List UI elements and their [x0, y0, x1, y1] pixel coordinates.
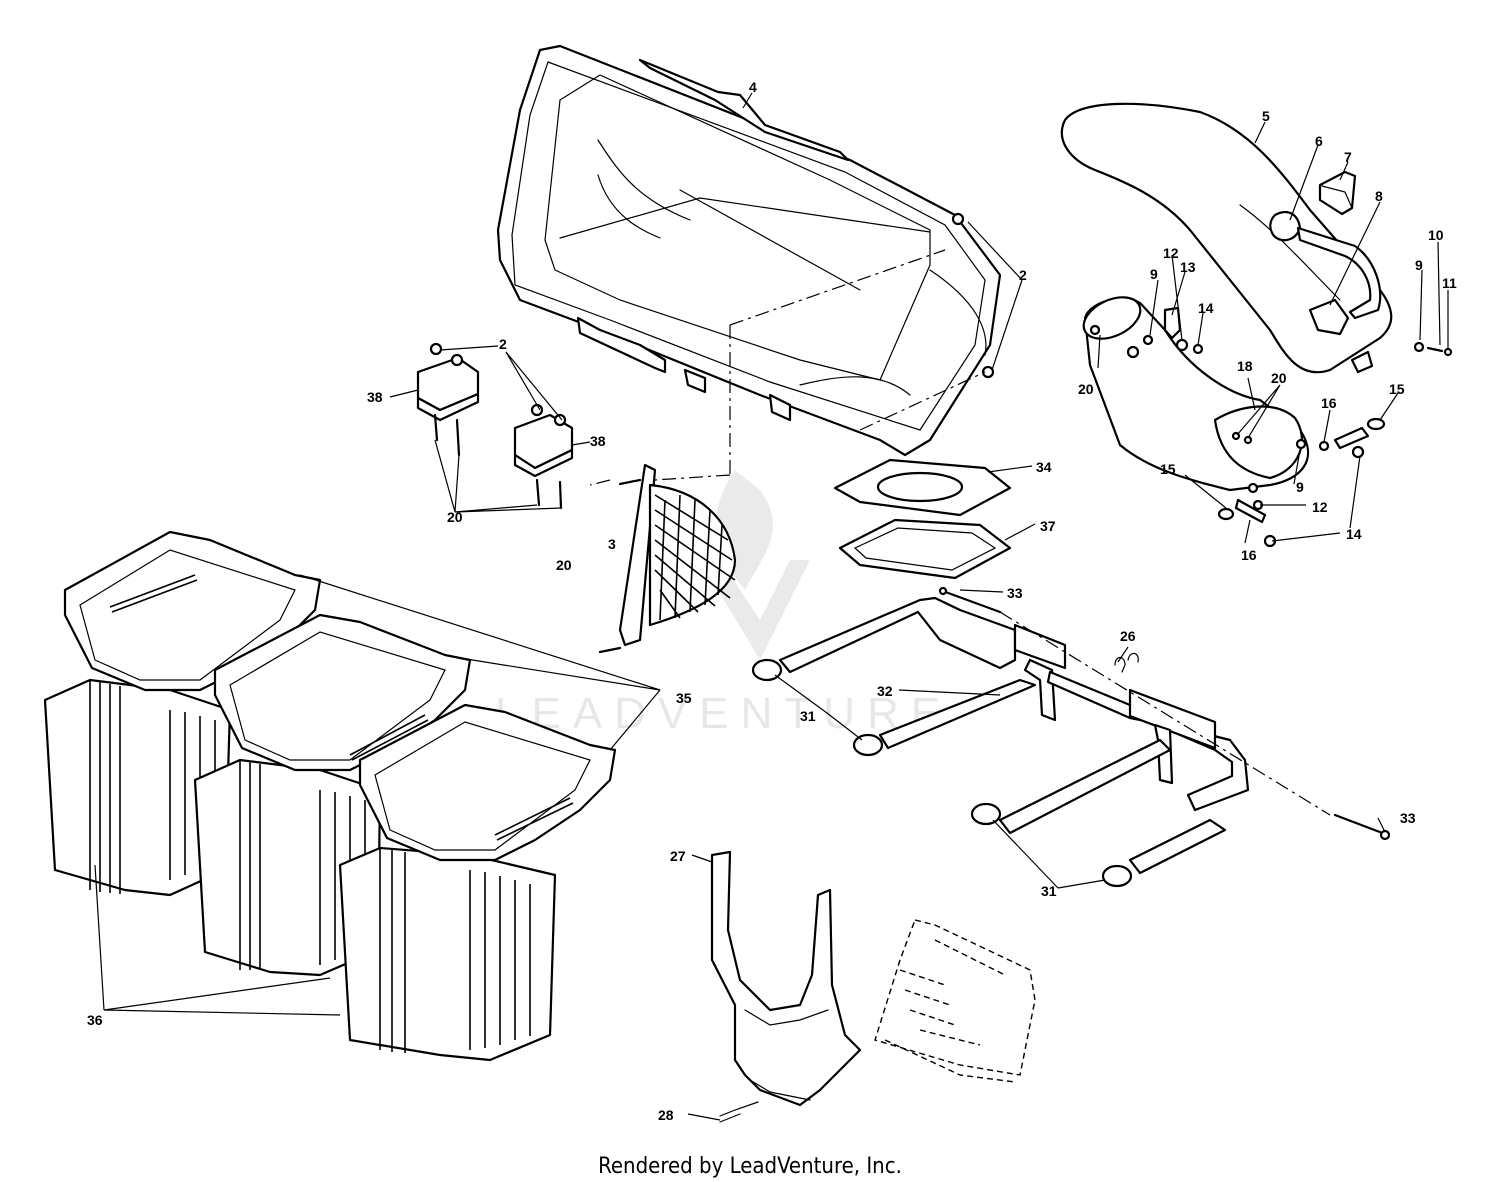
footer-credit: Rendered by LeadVenture, Inc.: [598, 1154, 902, 1179]
gaskets: [833, 458, 1012, 580]
callout-6: 6: [1315, 133, 1323, 149]
callout-7: 7: [1344, 149, 1352, 165]
adapter-tube: [1082, 296, 1310, 492]
chute-handle: [1296, 226, 1382, 320]
callout-20: 20: [447, 509, 463, 525]
callout-16: 16: [1321, 395, 1337, 411]
callout-33: 33: [1007, 585, 1023, 601]
callout-38: 38: [367, 389, 383, 405]
callout-15: 15: [1160, 461, 1176, 477]
chute-hardware: [1142, 306, 1453, 548]
callout-10: 10: [1428, 227, 1444, 243]
mount-brackets: [416, 342, 574, 510]
callout-9: 9: [1296, 479, 1304, 495]
callout-8: 8: [1375, 188, 1383, 204]
callout-31: 31: [1041, 883, 1057, 899]
callout-35: 35: [676, 690, 692, 706]
bag-frame-support: [710, 850, 862, 1123]
callout-20: 20: [1078, 381, 1094, 397]
callout-12: 12: [1163, 245, 1179, 261]
callout-27: 27: [670, 848, 686, 864]
callout-2: 2: [1019, 267, 1027, 283]
leader-lines: [94, 92, 1449, 1121]
callout-14: 14: [1346, 526, 1362, 542]
callout-12: 12: [1312, 499, 1328, 515]
callout-37: 37: [1040, 518, 1056, 534]
callout-14: 14: [1198, 300, 1214, 316]
callout-32: 32: [877, 683, 893, 699]
callout-20: 20: [556, 557, 572, 573]
callout-9: 9: [1415, 257, 1423, 273]
callout-18: 18: [1237, 358, 1253, 374]
callout-9: 9: [1150, 266, 1158, 282]
collector-housing: [496, 44, 1002, 457]
callout-26: 26: [1120, 628, 1136, 644]
callout-5: 5: [1262, 108, 1270, 124]
watermark-text: LEADVENTURE: [495, 689, 952, 738]
callout-33: 33: [1400, 810, 1416, 826]
callout-3: 3: [608, 536, 616, 552]
callout-labels: 4 2 2 38 38 20 20 3 5 6 7 8 10 9 11 12 9…: [87, 79, 1457, 1123]
callout-28: 28: [658, 1107, 674, 1123]
callout-20: 20: [1271, 370, 1287, 386]
deck-reference: [874, 919, 1036, 1083]
callout-16: 16: [1241, 547, 1257, 563]
support-frame: [751, 586, 1391, 888]
latch-plate: [1308, 298, 1350, 336]
callout-2: 2: [499, 336, 507, 352]
grass-bags: [43, 530, 617, 1062]
callout-13: 13: [1180, 259, 1196, 275]
callout-15: 15: [1389, 381, 1405, 397]
handle-grip: [1318, 170, 1357, 216]
callout-11: 11: [1442, 275, 1457, 291]
screen-door: [598, 463, 737, 654]
callout-36: 36: [87, 1012, 103, 1028]
callout-38: 38: [590, 433, 606, 449]
assembly-centerlines: [589, 249, 1331, 816]
chute-knob: [1269, 211, 1302, 242]
callout-4: 4: [749, 79, 757, 95]
callout-34: 34: [1036, 459, 1052, 475]
discharge-chute: [1060, 102, 1393, 374]
callout-31: 31: [800, 708, 816, 724]
